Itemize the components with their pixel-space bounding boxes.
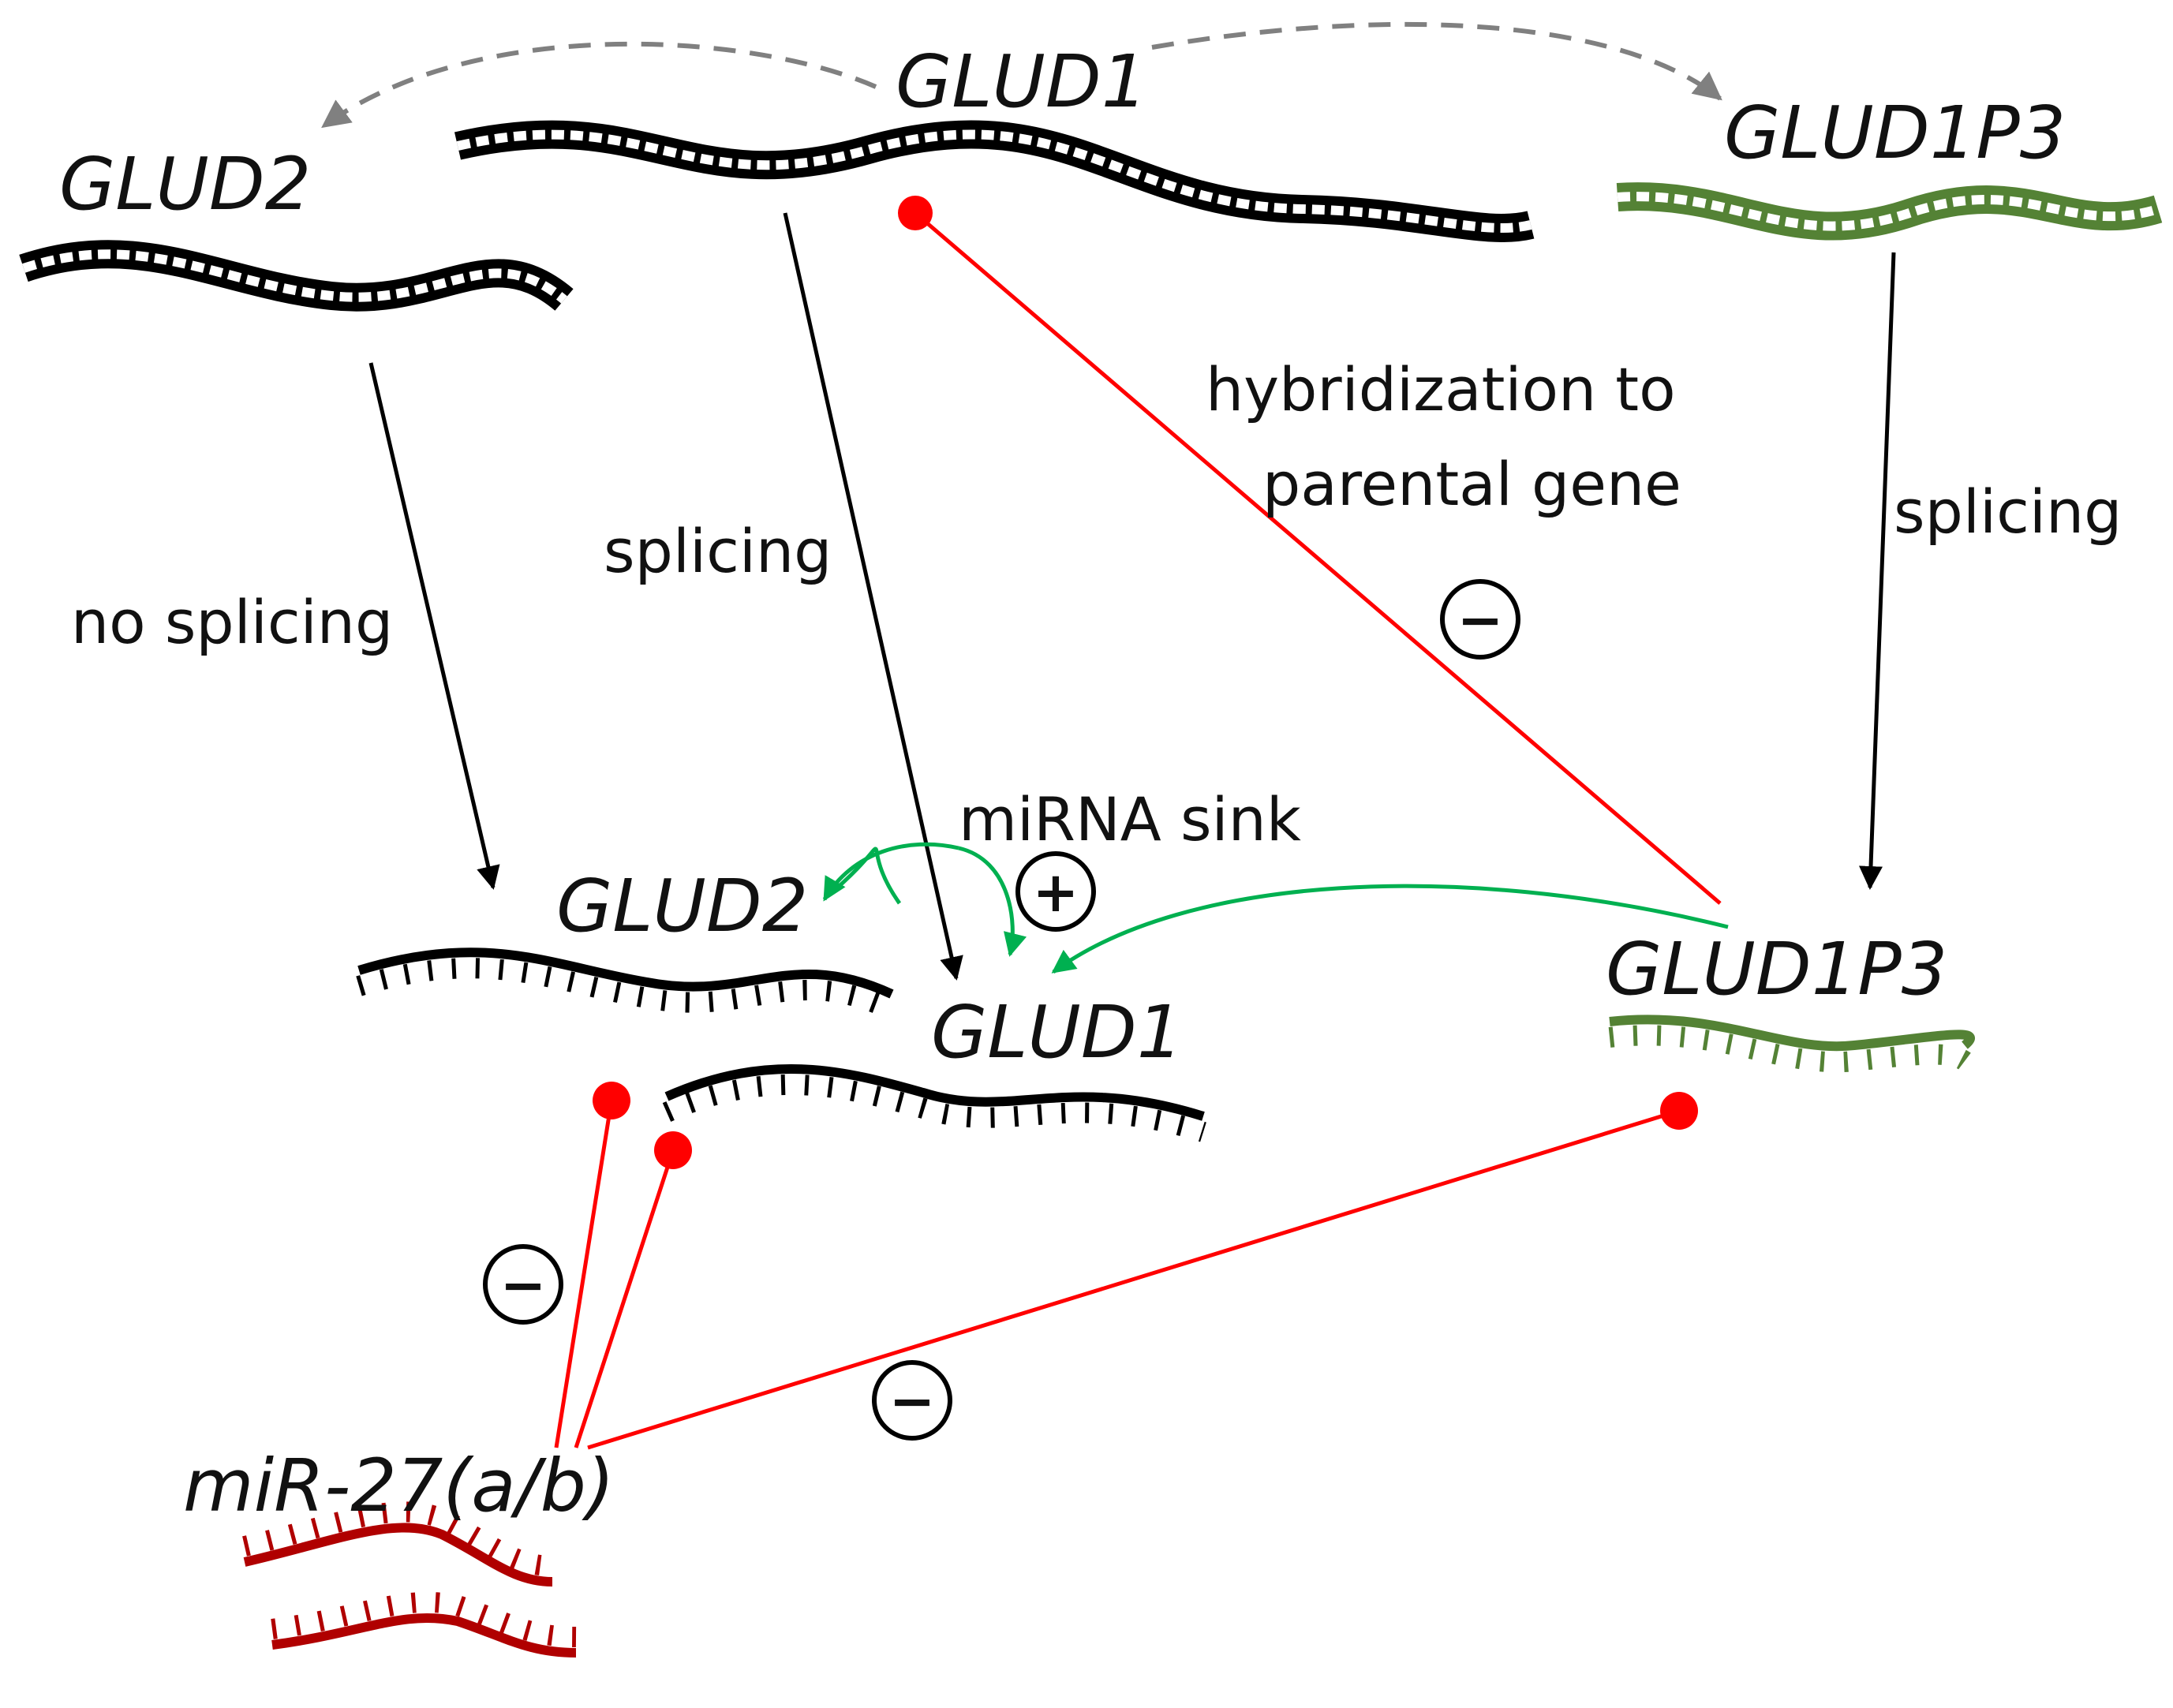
no-splicing-arrow: [368, 362, 500, 890]
sink-arrow-to-glud1: [1051, 884, 1729, 974]
glud1p3-splicing-arrow: [1859, 252, 1896, 890]
glud1p3-rna-label: GLUD1P3: [1606, 927, 1947, 1011]
sink-arrow-glud1-to-glud2: [827, 847, 902, 905]
glud2-dna-strand: [19, 240, 574, 312]
svg-text:−: −: [889, 1369, 936, 1433]
mirna-sink-label: miRNA sink: [959, 784, 1301, 854]
glud1-dna-label: GLUD1: [896, 39, 1147, 124]
glud1-splicing-arrow: [783, 212, 963, 981]
mir27b-strand: [271, 1591, 577, 1658]
glud1-rna-label: GLUD1: [931, 990, 1183, 1075]
glud2-rna-label: GLUD2: [556, 864, 808, 948]
glud1p3-rna-strand: [1608, 1015, 1975, 1073]
mir27-inhibit-symbol-left: −: [483, 1244, 563, 1325]
hybridization-inhibition-line: [914, 211, 1722, 905]
hybridization-label-line2: parental gene: [1262, 449, 1681, 519]
glud1-splicing-label: splicing: [604, 516, 832, 586]
sink-arrow-to-glud2: [822, 842, 959, 902]
glud2-dna-label: GLUD2: [59, 142, 311, 226]
origin-arrow-to-glud2: [321, 41, 877, 129]
glud1p3-dna-strand: [1616, 182, 2163, 241]
glud1-dna-strand: [454, 120, 1535, 242]
glud1p3-inhibits-mir27-line: [587, 1108, 1680, 1450]
svg-text:+: +: [1033, 860, 1079, 925]
mirna-sink-activate-symbol: +: [1015, 851, 1096, 932]
no-splicing-label: no splicing: [71, 587, 393, 657]
svg-text:−: −: [1457, 588, 1504, 652]
glud1p3-dna-label: GLUD1P3: [1724, 91, 2066, 175]
glud1p3-mir27-inhibit-symbol: −: [872, 1360, 952, 1441]
hybridization-inhibit-symbol: −: [1440, 579, 1520, 660]
glud2-rna-strand: [356, 947, 896, 1019]
svg-text:−: −: [500, 1253, 547, 1317]
mir27-inhibits-glud2-line: [554, 1100, 614, 1448]
mir27-label: miR-27(a/b): [183, 1444, 615, 1528]
sink-arrow-loop-to-glud1: [958, 846, 1027, 957]
glud1-rna-strand: [662, 1063, 1206, 1142]
glud1p3-inhibits-mir27-head: [1660, 1092, 1698, 1130]
mir27-inhibits-glud2-head: [593, 1082, 630, 1119]
mir27a-strand: [242, 1501, 553, 1587]
mir27-inhibits-glud1-head: [654, 1131, 692, 1169]
hybridization-label-line1: hybridization to: [1206, 354, 1676, 424]
glud1p3-splicing-label: splicing: [1894, 477, 2122, 547]
hybridization-inhibition-head: [898, 196, 933, 230]
origin-arrow-to-glud1p3: [1151, 21, 1722, 101]
mir27-inhibits-glud1-line: [574, 1149, 675, 1448]
